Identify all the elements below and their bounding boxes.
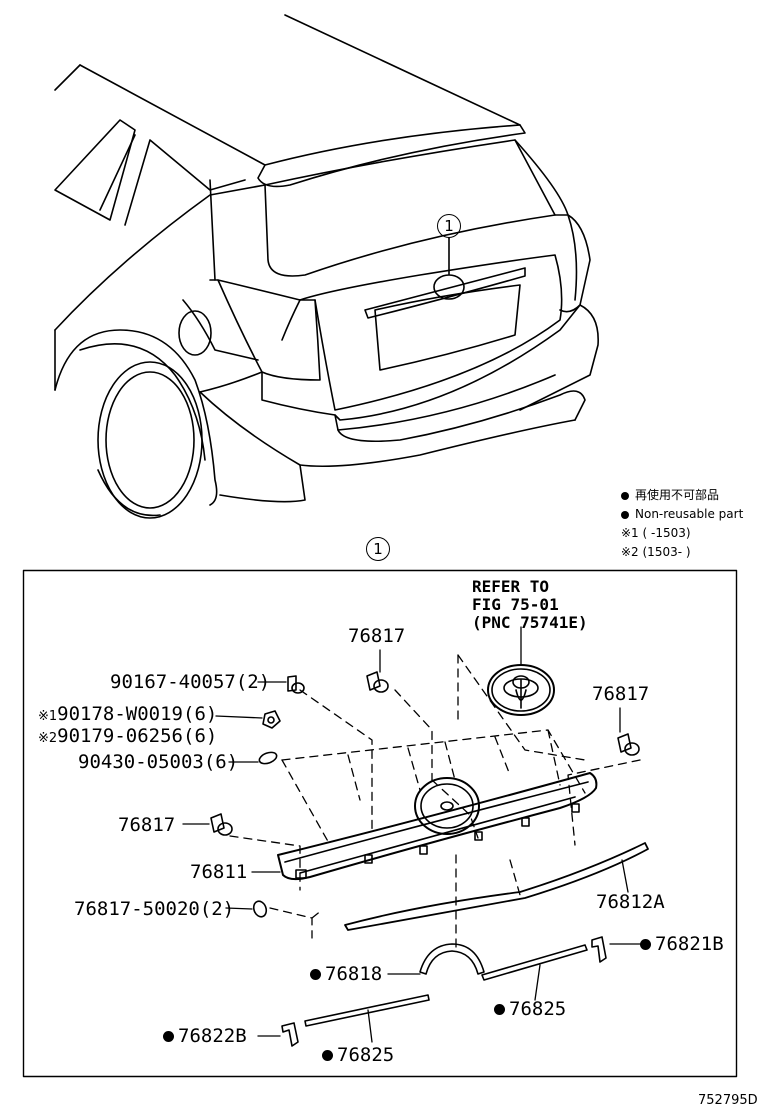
nonreusable-dot-icon (322, 1050, 333, 1061)
washer-90430 (258, 751, 278, 765)
arch-76818 (419, 943, 485, 975)
nonreusable-dot-icon (621, 491, 629, 500)
refer-to-note: REFER TO FIG 75-01 (PNC 75741E) (472, 578, 588, 632)
nonreusable-dot-icon (621, 510, 629, 519)
refer-line1: REFER TO (472, 577, 550, 596)
label-76811: 76811 (190, 861, 248, 883)
endpiece-76822B (281, 1022, 299, 1047)
toyota-emblem (487, 664, 555, 716)
clip-76817-top (366, 671, 389, 693)
callout-vehicle: 1 (437, 214, 461, 238)
label-90179-text: 90179-06256(6) (57, 725, 218, 747)
strip-76825-right (481, 944, 588, 981)
label-90178: ※190178-W0019(6) (38, 705, 217, 724)
clip-76817-50020 (252, 900, 268, 918)
label-90167: 90167-40057(2) (110, 671, 271, 693)
label-76825-bottom-text: 76825 (337, 1044, 395, 1066)
legend-nonreusable-en: Non-reusable part (621, 508, 743, 520)
label-76818-text: 76818 (325, 963, 383, 985)
strip-76825-left (304, 994, 430, 1027)
parts-frame (22, 569, 738, 1078)
label-90430: 90430-05003(6) (78, 751, 239, 773)
endpiece-76821B (591, 936, 607, 963)
label-76822B-text: 76822B (178, 1025, 247, 1047)
label-76821B-text: 76821B (655, 933, 724, 955)
nonreusable-dot-icon (163, 1031, 174, 1042)
nut-90178 (262, 710, 281, 729)
screw-90167 (287, 675, 305, 694)
label-76818: 76818 (310, 965, 382, 984)
refer-line2: FIG 75-01 (472, 595, 559, 614)
label-76825-bottom: 76825 (322, 1046, 394, 1065)
label-90179: ※290179-06256(6) (38, 727, 217, 746)
label-76822B: 76822B (163, 1027, 247, 1046)
leader-lines (182, 626, 641, 1043)
assembly-phantom-lines (229, 654, 641, 951)
legend-note1: ※1 ( -1503) (621, 526, 691, 540)
note1-mark: ※1 (38, 709, 58, 724)
label-76817-right: 76817 (592, 683, 650, 705)
legend-nonreusable-jp: 再使用不可部品 (621, 489, 719, 501)
garnish-76811 (277, 772, 598, 881)
legend-note2: ※2 (1503- ) (621, 545, 691, 559)
note2-mark: ※2 (38, 731, 58, 746)
label-76825-right: 76825 (494, 1000, 566, 1019)
callout-group: 1 (366, 537, 390, 561)
label-76825-right-text: 76825 (509, 998, 567, 1020)
clip-76817-right (617, 733, 640, 756)
nonreusable-dot-icon (310, 969, 321, 980)
label-90178-text: 90178-W0019(6) (57, 703, 218, 725)
label-76817-left: 76817 (118, 814, 176, 836)
vehicle-illustration (54, 14, 599, 519)
refer-line3: (PNC 75741E) (472, 613, 588, 632)
nonreusable-dot-icon (640, 939, 651, 950)
legend-jp-text: 再使用不可部品 (635, 488, 720, 502)
molding-76812A (344, 842, 649, 931)
clip-76817-left (210, 813, 233, 836)
label-76821B: 76821B (640, 935, 724, 954)
label-76817-50020: 76817-50020(2) (74, 898, 235, 920)
label-76817-top: 76817 (348, 625, 406, 647)
label-76812A: 76812A (596, 891, 665, 913)
legend-en-text: Non-reusable part (635, 507, 744, 521)
figure-code: 752795D (698, 1093, 758, 1108)
nonreusable-dot-icon (494, 1004, 505, 1015)
